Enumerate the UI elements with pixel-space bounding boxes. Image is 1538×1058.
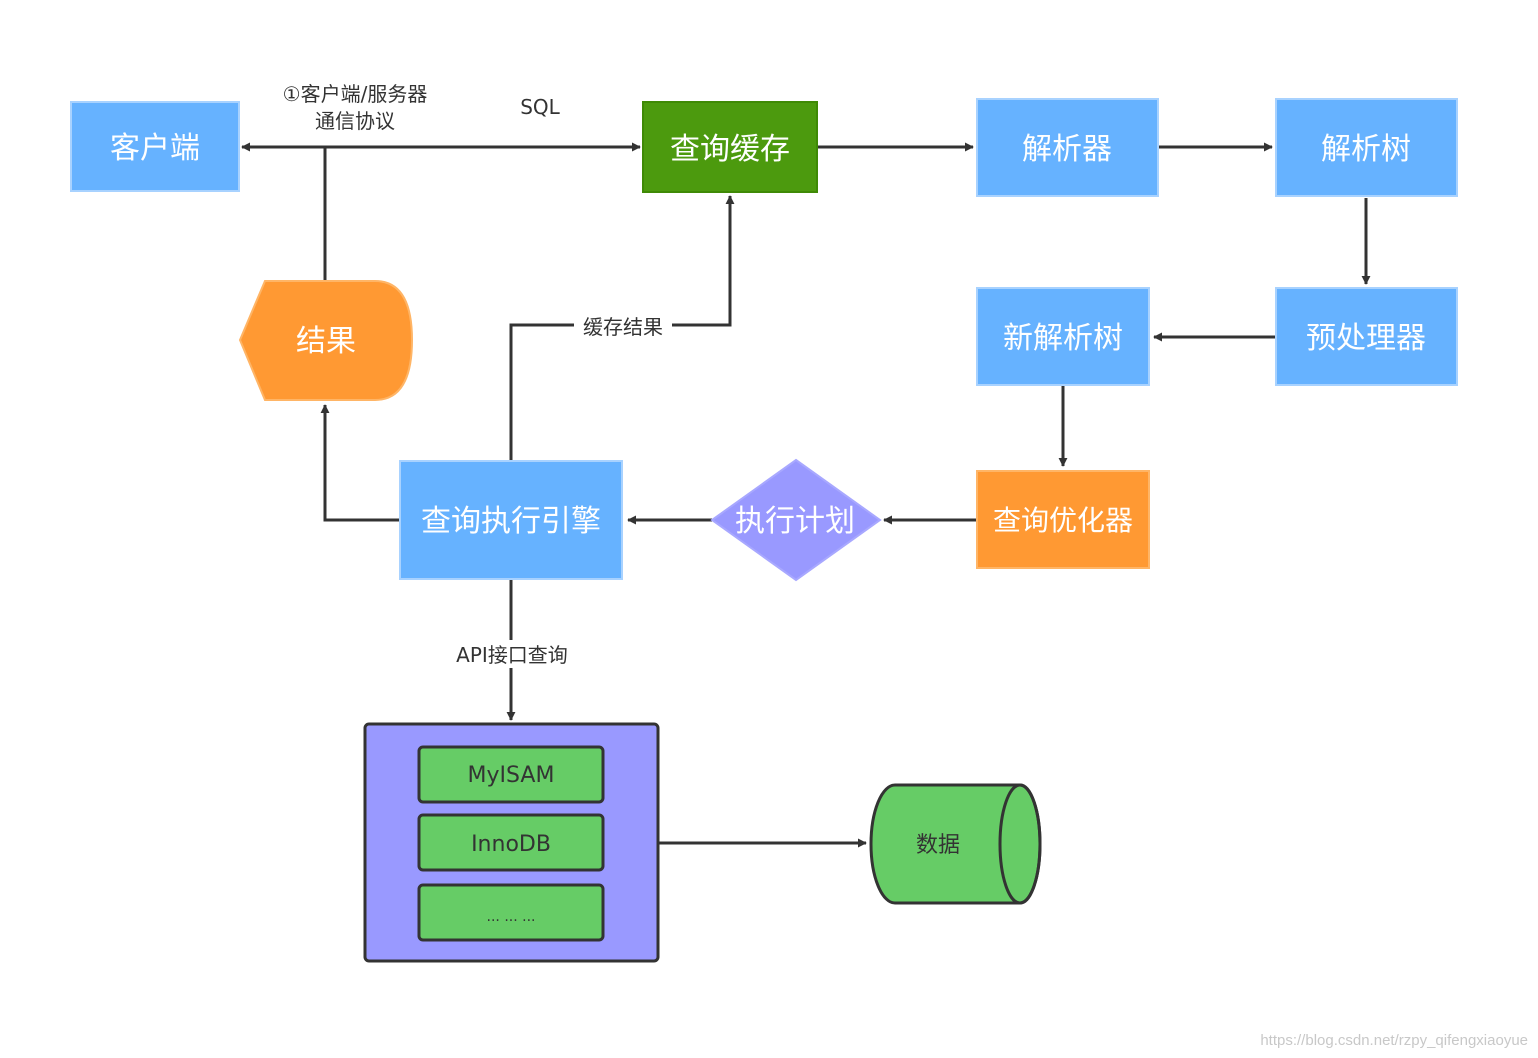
node-client-label: 客户端 <box>110 131 200 166</box>
label-sql: SQL <box>520 95 560 119</box>
node-preprocessor: 预处理器 <box>1275 287 1458 386</box>
storage-engine-innodb <box>417 813 605 872</box>
node-data-label: 数据 <box>916 833 960 858</box>
label-cache-result: 缓存结果 <box>583 315 663 339</box>
label-protocol-line2: 通信协议 <box>315 109 395 133</box>
node-parser: 解析器 <box>976 98 1159 197</box>
node-execution-plan: 执行计划 <box>710 458 882 582</box>
watermark: https://blog.csdn.net/rzpy_qifengxiaoyue <box>1260 1032 1528 1049</box>
node-preprocessor-label: 预处理器 <box>1306 321 1426 356</box>
storage-engine-container: MyISAM InnoDB ... ... ... <box>363 722 660 963</box>
storage-engine-innodb-label: InnoDB <box>471 832 551 857</box>
node-query-cache-label: 查询缓存 <box>670 132 790 167</box>
label-api-query: API接口查询 <box>456 643 568 667</box>
node-new-parse-tree-label: 新解析树 <box>1003 321 1123 356</box>
node-new-parse-tree: 新解析树 <box>976 287 1150 386</box>
label-protocol-line1: ①客户端/服务器 <box>283 82 428 106</box>
node-parser-label: 解析器 <box>1022 132 1112 167</box>
node-data: 数据 <box>869 783 1042 905</box>
node-result-label: 结果 <box>296 324 356 359</box>
storage-engine-more-label: ... ... ... <box>487 909 536 925</box>
storage-engine-myisam-label: MyISAM <box>468 763 555 788</box>
storage-engine-myisam <box>417 745 605 804</box>
node-query-optimizer: 查询优化器 <box>976 470 1150 569</box>
node-query-engine: 查询执行引擎 <box>399 460 623 580</box>
node-parse-tree: 解析树 <box>1275 98 1458 197</box>
node-query-optimizer-label: 查询优化器 <box>993 504 1133 537</box>
node-client: 客户端 <box>70 101 240 192</box>
node-execution-plan-label: 执行计划 <box>735 504 855 539</box>
edge-engine-result <box>320 404 399 522</box>
storage-engine-more <box>417 883 605 942</box>
node-query-cache: 查询缓存 <box>642 101 818 193</box>
node-query-engine-label: 查询执行引擎 <box>421 504 601 539</box>
node-result: 结果 <box>238 280 414 401</box>
node-parse-tree-label: 解析树 <box>1321 132 1411 167</box>
